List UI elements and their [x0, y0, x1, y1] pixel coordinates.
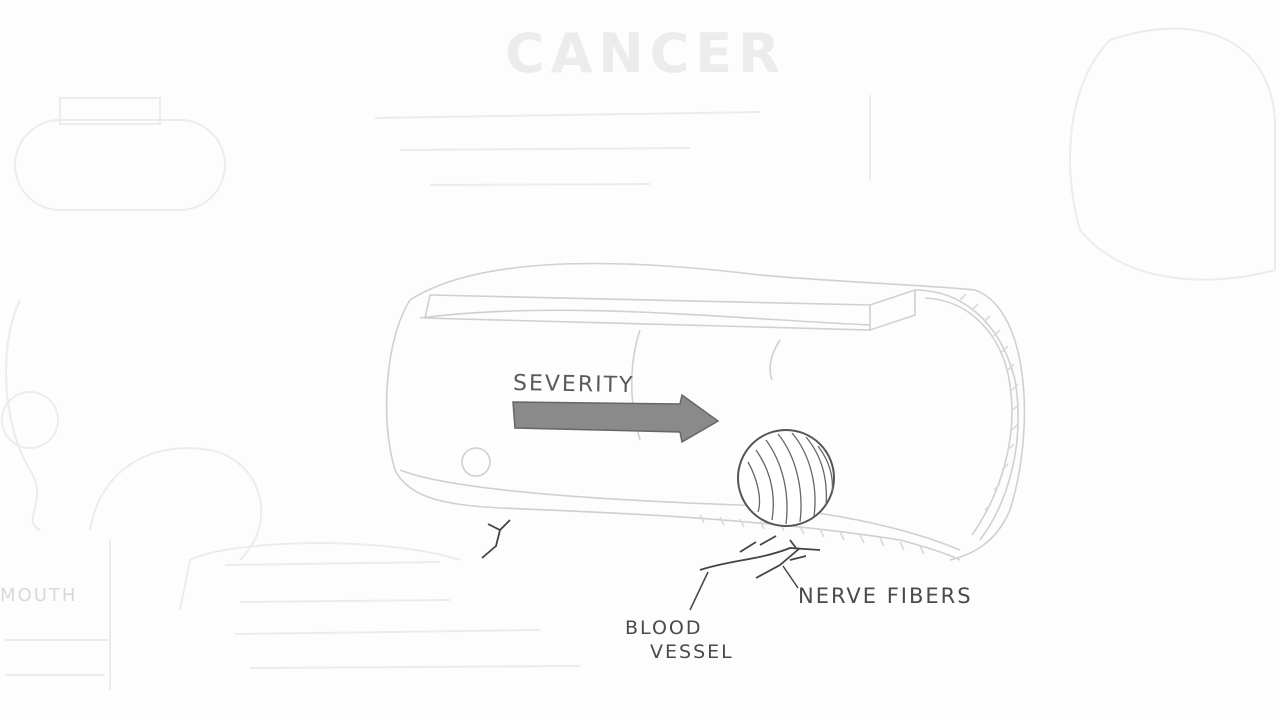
duct-slab-end — [870, 290, 915, 330]
faint-text-line-3 — [430, 184, 650, 185]
faint-ear-outline — [6, 300, 40, 530]
faint-background-sketches — [2, 29, 1275, 690]
faint-text-line-2 — [400, 148, 690, 150]
faint-text-line-1 — [375, 112, 760, 118]
blood-vessel-branches — [740, 536, 776, 552]
blood-vessel-label-line1: BLOOD — [625, 617, 702, 639]
severity-label: SEVERITY — [513, 371, 635, 398]
duct-end-rim-inner — [925, 298, 1012, 535]
faint-title: CANCER — [505, 22, 786, 85]
faint-mouth-label: MOUTH — [0, 585, 77, 606]
blood-vessel-label-line2: VESSEL — [650, 641, 734, 663]
duct-wall-inner-top — [420, 310, 870, 325]
vessels-and-nerves — [482, 520, 820, 610]
faint-right-sketch — [1070, 29, 1275, 280]
faint-text-line-7 — [250, 666, 580, 668]
nerve-fibers-leader — [783, 566, 798, 588]
small-vessel-left — [482, 520, 510, 558]
duct-fold-2 — [770, 340, 780, 380]
faint-neck-outline — [90, 448, 261, 560]
faint-text-line-5 — [240, 600, 450, 602]
nerve-fibers-label: NERVE FIBERS — [798, 584, 973, 608]
faint-text-line-6 — [235, 630, 540, 634]
severity-arrow — [513, 395, 718, 442]
duct-end-rim — [915, 290, 1018, 540]
tumour-mass — [738, 430, 834, 526]
duct-outer-top — [410, 263, 1024, 560]
blood-vessel-leader — [690, 572, 708, 610]
blood-vessel-path — [700, 548, 820, 570]
faint-text-line-4 — [225, 562, 440, 565]
duct-wall-inner-bottom — [400, 470, 960, 550]
duct-small-cell — [462, 448, 490, 476]
nerve-fiber-path — [756, 540, 806, 578]
faint-goggles — [15, 120, 225, 210]
